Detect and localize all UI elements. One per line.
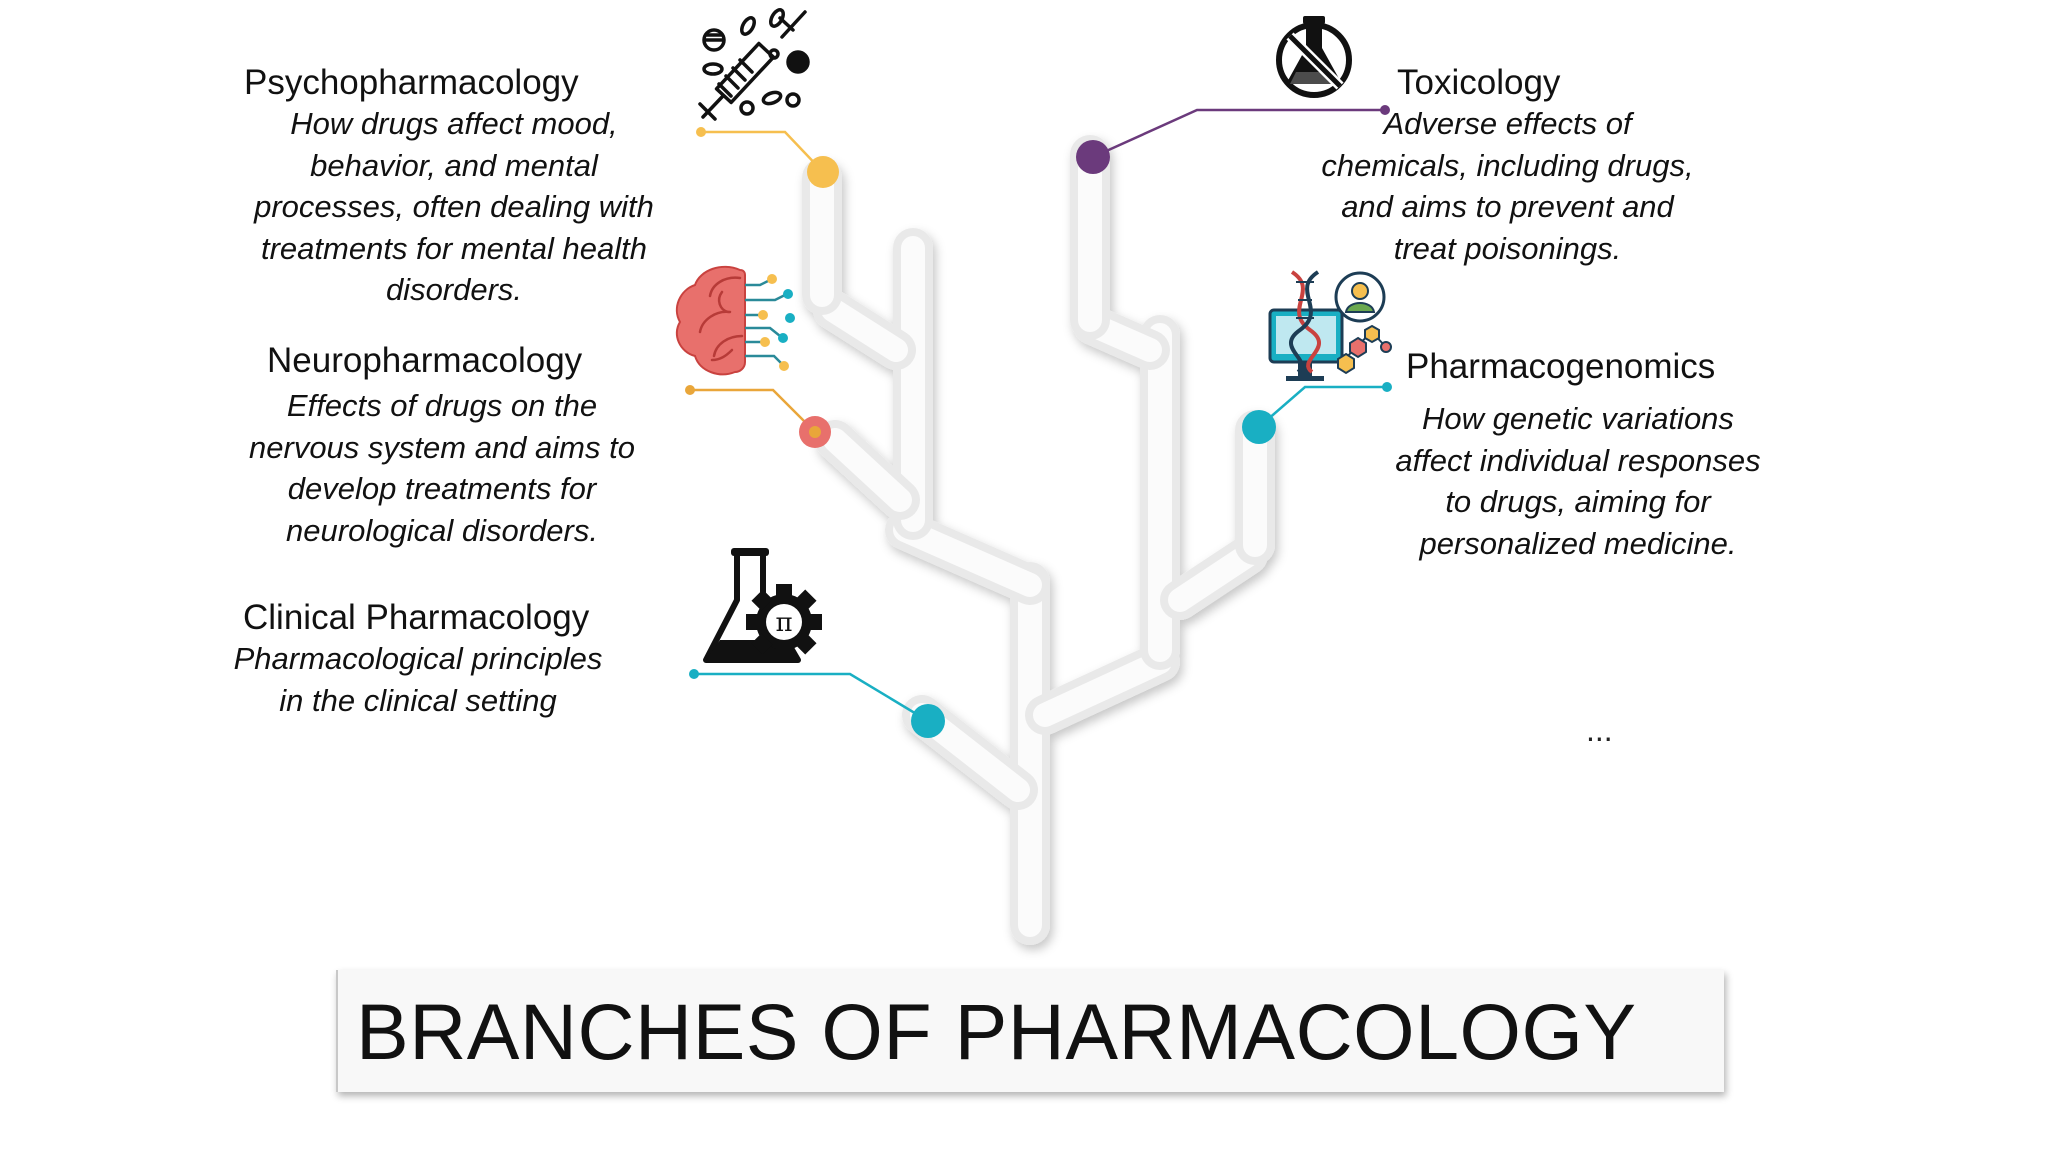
psychopharmacology-block: Psychopharmacology How drugs affect mood… <box>232 62 654 311</box>
banner-title: BRANCHES OF PHARMACOLOGY <box>356 987 1637 1076</box>
tree-trunk-and-branches <box>802 135 1275 945</box>
syringe-pills-icon <box>698 8 810 121</box>
neuropharmacology-title: Neuropharmacology <box>267 341 583 380</box>
ellipsis-more: ... <box>1586 712 1613 748</box>
toxicology-description: Adverse effects of chemicals, including … <box>1321 106 1694 266</box>
neuropharmacology-block: Neuropharmacology Effects of drugs on th… <box>242 340 652 551</box>
clinical-pharmacology-title: Clinical Pharmacology <box>243 598 590 637</box>
psychopharmacology-description: How drugs affect mood, behavior, and men… <box>254 106 654 307</box>
toxicology-title: Toxicology <box>1397 63 1561 102</box>
title-banner: BRANCHES OF PHARMACOLOGY <box>336 970 1724 1092</box>
connector-neuropharmacology <box>685 385 831 448</box>
clinical-pharmacology-description: Pharmacological principles in the clinic… <box>233 641 603 718</box>
pharmacogenomics-block: Pharmacogenomics How genetic variations … <box>1388 346 1768 564</box>
toxicology-block: Toxicology Adverse effects of chemicals,… <box>1310 62 1710 269</box>
connector-toxicology <box>1076 105 1390 174</box>
dna-monitor-icon <box>1268 270 1392 381</box>
pharmacogenomics-description: How genetic variations affect individual… <box>1395 401 1761 561</box>
no-flask-icon <box>1276 16 1352 98</box>
connector-clinical-pharmacology <box>689 669 945 738</box>
connector-pharmacogenomics <box>1242 382 1392 444</box>
neuropharmacology-description: Effects of drugs on the nervous system a… <box>249 388 635 548</box>
flask-gear-icon: π <box>703 548 822 663</box>
clinical-pharmacology-block: Clinical Pharmacology Pharmacological pr… <box>228 597 618 721</box>
pi-symbol: π <box>775 608 792 638</box>
brain-circuit-icon <box>675 265 795 376</box>
connector-psychopharmacology <box>696 127 839 188</box>
pharmacogenomics-title: Pharmacogenomics <box>1406 347 1716 386</box>
psychopharmacology-title: Psychopharmacology <box>244 63 579 102</box>
